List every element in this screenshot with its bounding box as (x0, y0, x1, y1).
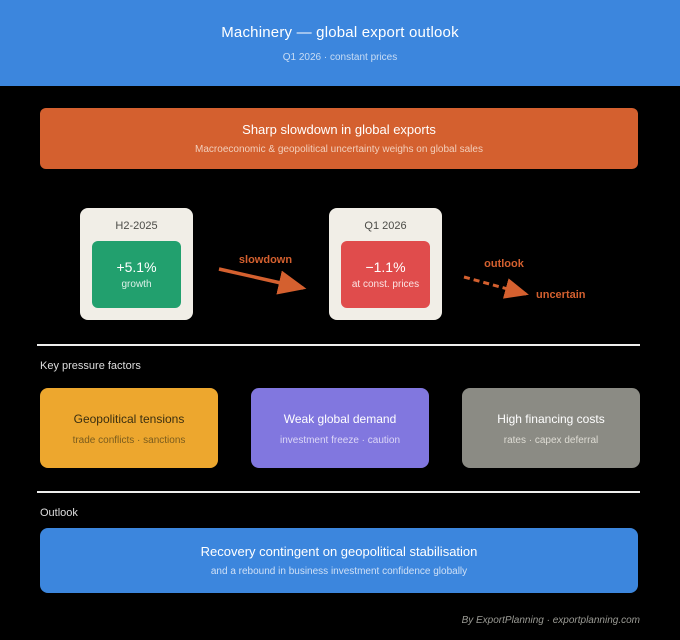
factor-subtitle: trade conflicts · sanctions (72, 434, 186, 446)
period-card-q1-2026: Q1 2026 −1.1% at const. prices (329, 208, 442, 320)
period-card-h2-2025: H2-2025 +5.1% growth (80, 208, 193, 320)
period-card-title: Q1 2026 (364, 220, 407, 232)
period-card-title: H2-2025 (115, 220, 158, 232)
uncertain-arrow-label: uncertain (536, 289, 586, 301)
factor-title: Weak global demand (283, 411, 397, 426)
decline-value-label: at const. prices (351, 279, 420, 290)
alert-banner-subtitle: Macroeconomic & geopolitical uncertainty… (195, 144, 483, 155)
footer-credit: By ExportPlanning · exportplanning.com (461, 615, 640, 626)
decline-value: −1.1% (365, 259, 406, 275)
factor-card-high-financing-costs: High financing costs rates · capex defer… (462, 388, 640, 468)
factor-subtitle: rates · capex deferral (503, 434, 599, 446)
pressure-section-heading: Key pressure factors (40, 360, 141, 372)
header: Machinery — global export outlook Q1 202… (0, 0, 680, 86)
factor-title: High financing costs (497, 411, 605, 426)
outlook-arrow-label: outlook (484, 258, 524, 270)
outlook-banner-subtitle: and a rebound in business investment con… (210, 566, 468, 577)
outlook-section-heading: Outlook (40, 507, 78, 519)
outlook-banner: Recovery contingent on geopolitical stab… (40, 528, 638, 593)
factor-card-geopolitical-tensions: Geopolitical tensions trade conflicts · … (40, 388, 218, 468)
alert-banner-title: Sharp slowdown in global exports (242, 122, 436, 137)
slowdown-arrow-icon (218, 267, 307, 295)
factor-card-weak-global-demand: Weak global demand investment freeze · c… (251, 388, 429, 468)
growth-value: +5.1% (116, 259, 157, 275)
page-title: Machinery — global export outlook (221, 23, 459, 41)
page-subtitle: Q1 2026 · constant prices (282, 51, 398, 63)
divider (37, 344, 640, 346)
growth-value-label: growth (121, 279, 152, 290)
growth-value-box: +5.1% growth (92, 241, 181, 308)
outlook-arrow-icon (463, 275, 529, 299)
slowdown-arrow-label: slowdown (238, 254, 293, 266)
divider (37, 491, 640, 493)
outlook-banner-title: Recovery contingent on geopolitical stab… (200, 544, 478, 559)
factor-subtitle: investment freeze · caution (279, 434, 401, 446)
alert-banner: Sharp slowdown in global exports Macroec… (40, 108, 638, 169)
decline-value-box: −1.1% at const. prices (341, 241, 430, 308)
factor-title: Geopolitical tensions (73, 411, 185, 426)
